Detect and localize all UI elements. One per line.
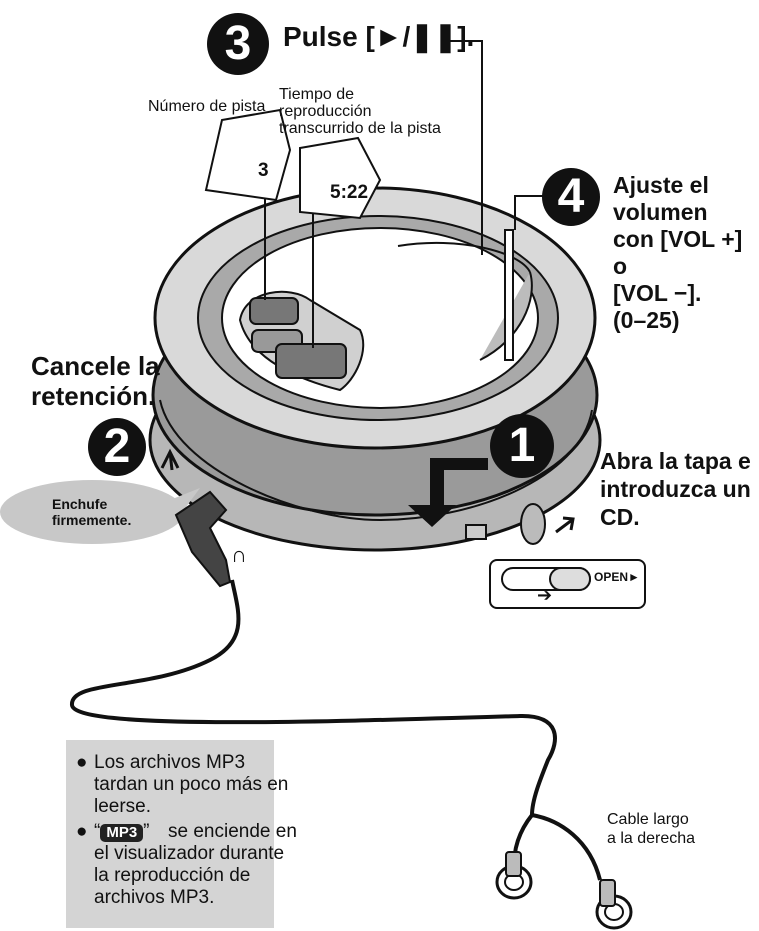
step1-instruction: Abra la tapa e introduzca un CD. [600, 448, 751, 530]
bullet-icon: ● [76, 821, 88, 842]
mp3-indicator-badge: MP3 [100, 824, 144, 842]
track-number-value: 3 [258, 160, 269, 181]
step3-badge: 3 [207, 13, 269, 75]
headphone-cable [70, 579, 557, 816]
step2-instruction: Cancele la retención. [31, 351, 160, 411]
notes-box: ● Los archivos MP3 tardan un poco más en… [66, 740, 297, 928]
elapsed-time-value: 5:22 [330, 182, 369, 203]
plug-firmly-label: Enchufe firmemente. [52, 496, 132, 528]
headphone-icon: ∩ [231, 542, 247, 567]
note-2-text: se enciende en [168, 821, 297, 842]
track-number-label: Número de pista [148, 98, 266, 115]
long-cable-label: Cable largo a la derecha [607, 811, 696, 847]
earphone-icon [595, 879, 633, 930]
step1-badge: 1 [490, 414, 554, 478]
open-switch-label: OPEN► [594, 570, 640, 584]
step4-instruction: Ajuste el volumen con [VOL +] o [VOL −].… [613, 172, 743, 333]
earphone-icon [495, 851, 533, 900]
elapsed-time-label: Tiempo de reproducción transcurrido de l… [279, 86, 441, 137]
step2-badge: 2 [88, 418, 146, 476]
step4-badge: 4 [542, 168, 600, 226]
arrow-icon: ➔ [537, 585, 553, 605]
note-2-continued: el visualizador durante la reproducción … [94, 843, 285, 908]
bullet-icon: ● [76, 752, 88, 773]
step3-instruction: Pulse [►/❚❚]. [283, 21, 475, 52]
cd-player-body [148, 186, 602, 552]
